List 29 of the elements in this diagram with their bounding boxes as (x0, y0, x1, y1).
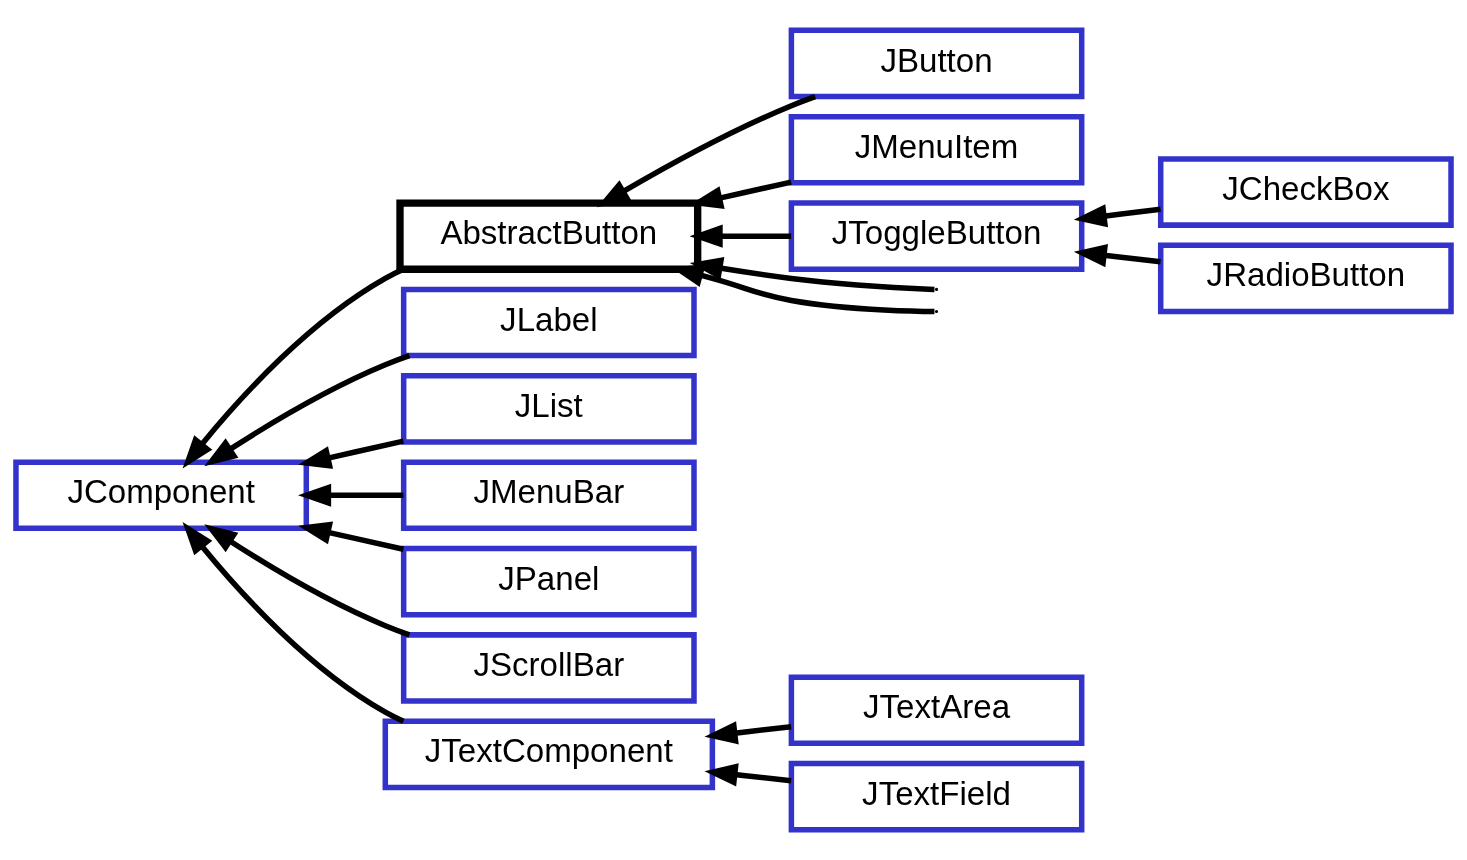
arrow (204, 524, 411, 638)
node-box: JRadioButton (1157, 242, 1454, 315)
arrow (298, 438, 405, 469)
arrow (182, 522, 405, 724)
node-box: JMenuItem (788, 113, 1085, 186)
node-box: JTextArea (788, 674, 1085, 747)
arrow (1073, 244, 1161, 268)
node-box: JCheckBox (1157, 156, 1454, 228)
arrow (1073, 204, 1161, 228)
node-box: JScrollBar (400, 632, 697, 704)
arrow (704, 721, 792, 745)
arrow (182, 266, 405, 469)
node-box: JTextField (788, 760, 1085, 833)
node-box: JComponent (13, 459, 310, 532)
node-box: JButton (788, 27, 1085, 100)
node-box: JLabel (400, 286, 697, 359)
arrow (298, 521, 405, 552)
arrow (204, 353, 411, 467)
node-box: JTextComponent (382, 718, 716, 791)
node-box: JMenuBar (400, 459, 697, 532)
node-box: AbstractButton (396, 199, 702, 273)
arrow (596, 94, 817, 208)
node-box: JList (400, 373, 697, 445)
arrow (689, 224, 792, 248)
arrow (689, 256, 935, 293)
node-box: JToggleButton (788, 200, 1085, 272)
arrow (704, 763, 792, 787)
node-box: JPanel (400, 545, 697, 618)
arrow (298, 483, 404, 507)
